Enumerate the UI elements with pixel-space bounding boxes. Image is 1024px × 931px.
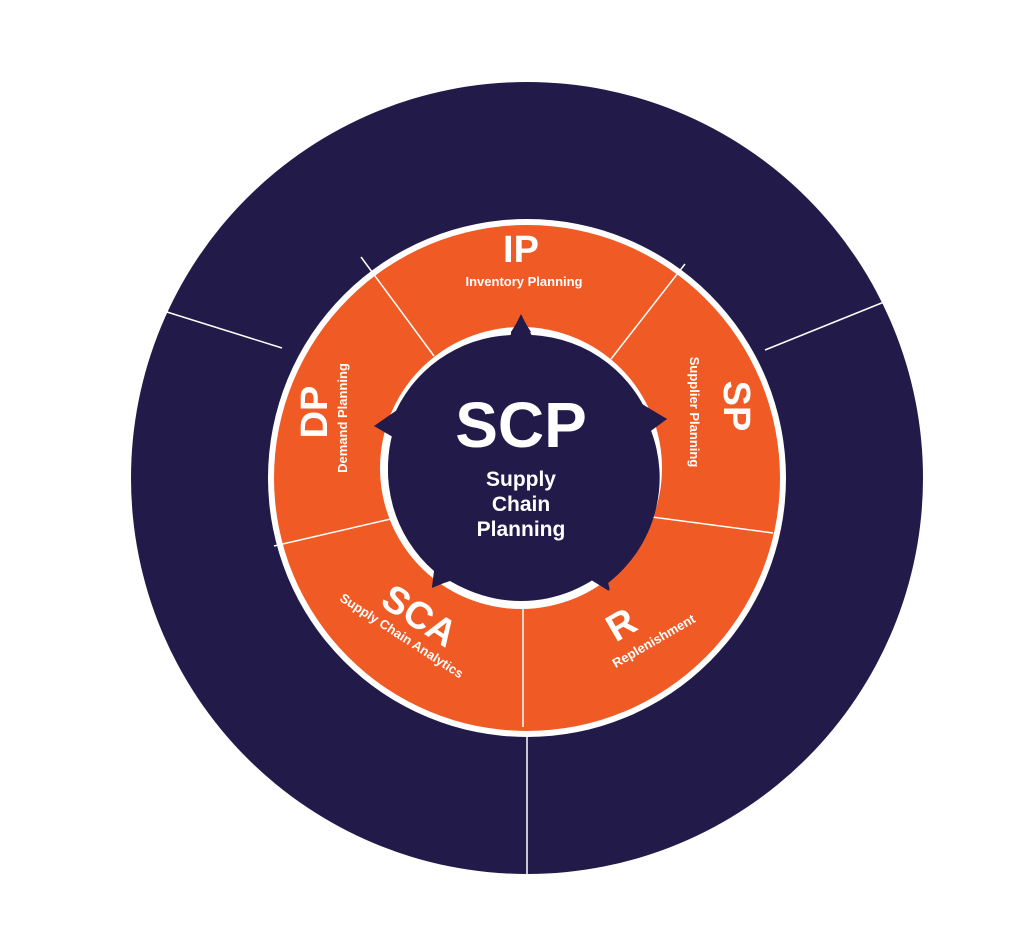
segment-name: Demand Planning <box>335 363 350 473</box>
center-abbr: SCP <box>455 389 587 461</box>
outer-divider <box>764 299 890 351</box>
segment-divider <box>360 256 435 357</box>
segment-abbr: SP <box>715 381 757 432</box>
segment-abbr: IP <box>503 229 539 271</box>
center-disc <box>388 335 654 601</box>
star-point-top <box>508 314 534 340</box>
segment-divider <box>273 517 396 547</box>
center-line: Chain <box>492 493 550 516</box>
star-point-bottom-left <box>432 560 458 588</box>
segment-name: Supplier Planning <box>687 357 702 468</box>
center-line: Supply <box>486 468 556 491</box>
segment-dp: DP Demand Planning <box>294 363 350 473</box>
segment-sp: SP Supplier Planning <box>687 357 757 468</box>
segment-ip: IP Inventory Planning <box>465 229 582 289</box>
star-point-bottom-right <box>583 560 609 591</box>
segment-name: Inventory Planning <box>465 274 582 289</box>
segment-abbr: DP <box>294 386 336 439</box>
segment-divider <box>610 263 686 360</box>
star-point-right <box>642 404 667 436</box>
outer-divider <box>134 301 283 349</box>
center-line: Planning <box>477 518 566 541</box>
star-point-left <box>374 408 400 440</box>
segment-divider <box>651 516 774 534</box>
